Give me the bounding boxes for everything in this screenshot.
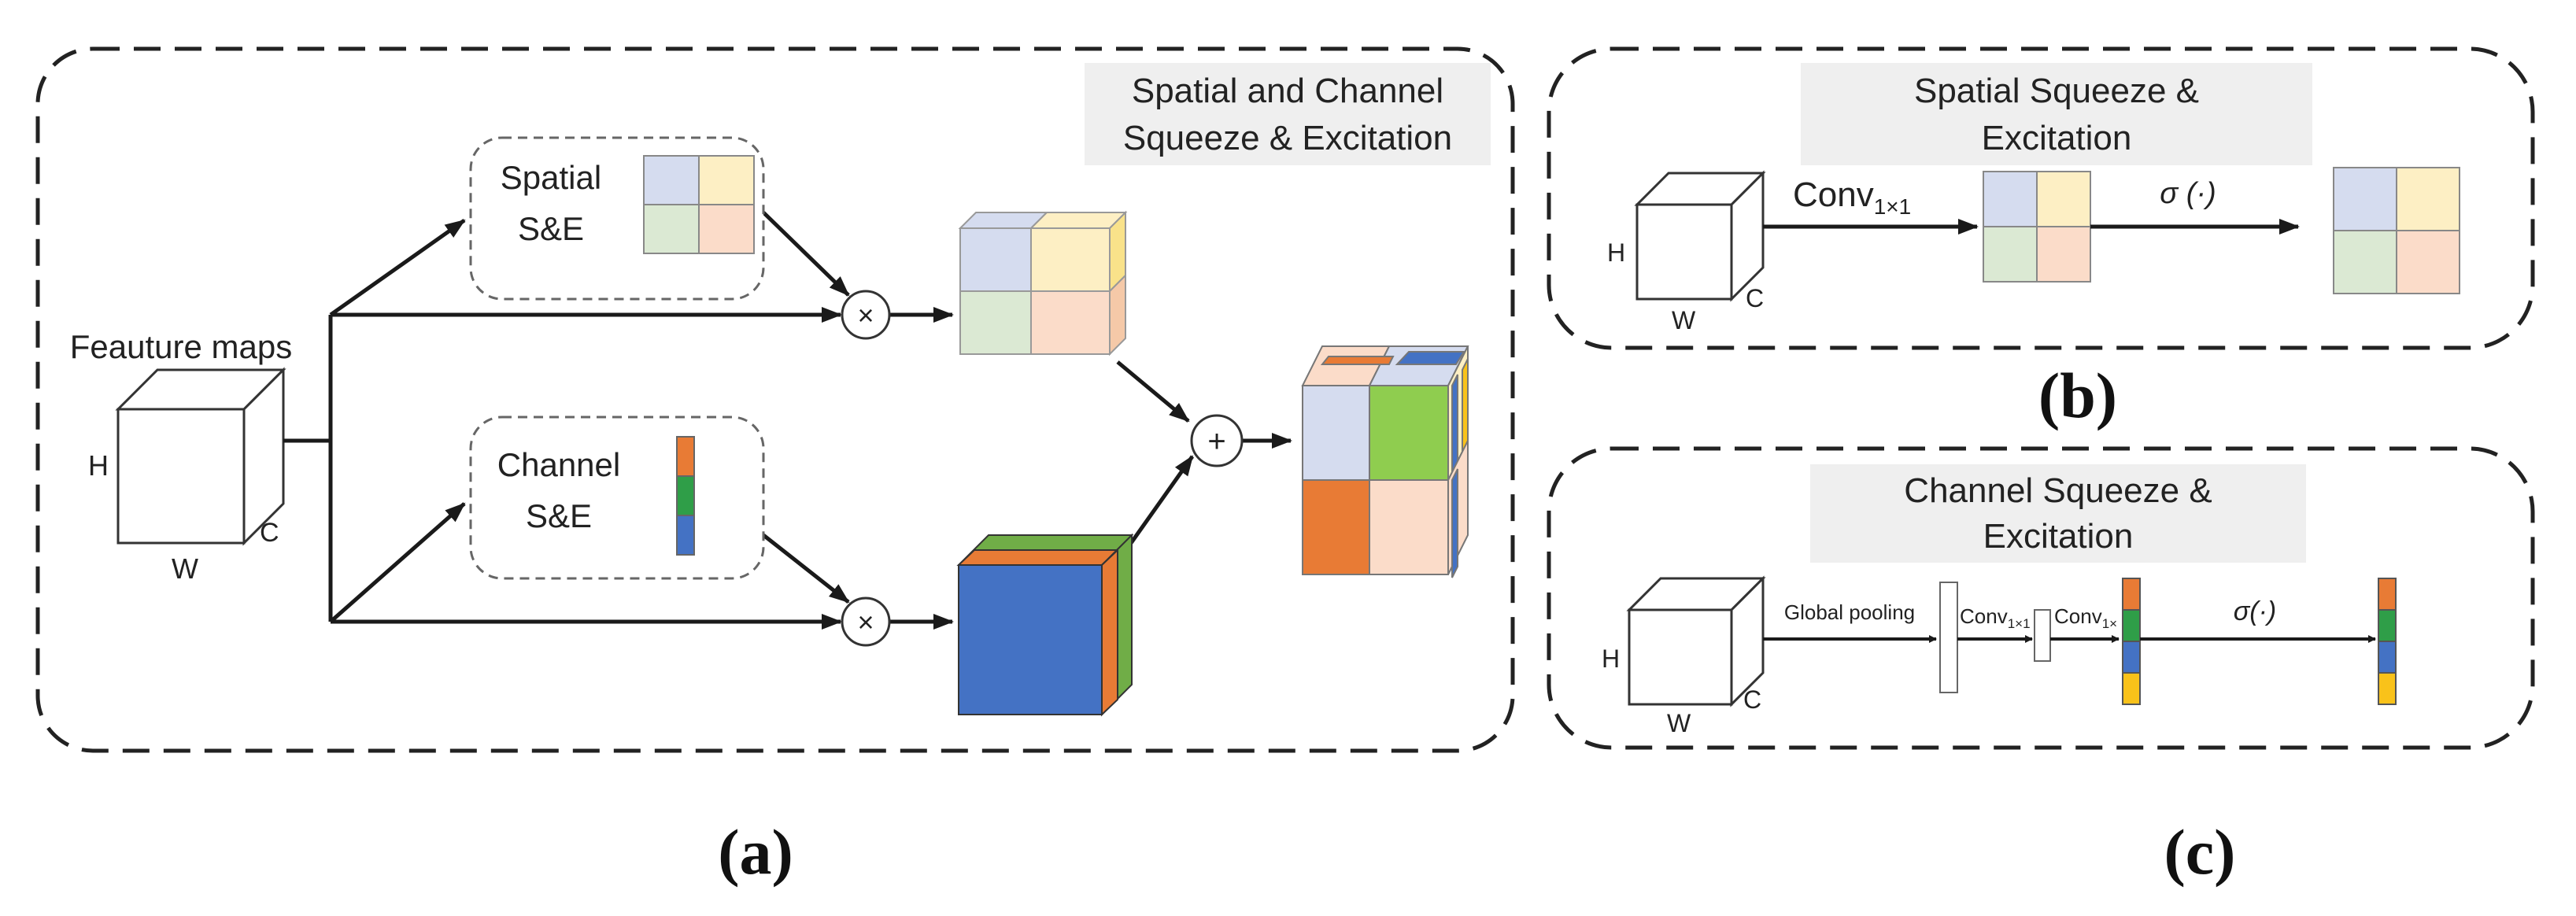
input-dim-h: H — [88, 449, 109, 482]
spatial-se-label-1: Spatial — [501, 159, 601, 196]
caption-a: (a) — [718, 816, 793, 888]
panel-c-title-line1: Channel Squeeze & — [1904, 471, 2212, 510]
panel-a: Spatial and Channel Squeeze & Excitation… — [35, 46, 1515, 888]
caption-b: (b) — [2038, 360, 2117, 431]
add-symbol: + — [1207, 424, 1225, 459]
panel-b-sigma-label: σ (·) — [2160, 177, 2216, 210]
spatial-multiply-node — [841, 290, 891, 340]
channel-attention-vector — [676, 436, 695, 556]
spatial-multiply-symbol: × — [857, 299, 874, 331]
panel-c-title-box — [1810, 464, 2306, 563]
add-node — [1190, 414, 1244, 467]
channel-se-box — [469, 416, 765, 580]
panel-b-dim-w: W — [1672, 306, 1696, 334]
panel-b-title-box — [1801, 63, 2312, 165]
panel-c-dim-h: H — [1602, 645, 1620, 673]
channel-se-label-2: S&E — [526, 497, 592, 534]
panel-a-title-line1: Spatial and Channel — [1132, 72, 1443, 110]
combined-output-cube — [1301, 345, 1469, 578]
spatial-se-label-2: S&E — [518, 210, 584, 247]
panel-b-dim-c: C — [1746, 284, 1764, 312]
panel-c-pooled-vector — [1939, 582, 1958, 693]
panel-b-dim-h: H — [1607, 238, 1625, 267]
panel-a-title-line2: Squeeze & Excitation — [1123, 119, 1452, 157]
panel-c-channel-vector — [2122, 578, 2141, 705]
panel-b-title-line1: Spatial Squeeze & — [1914, 72, 2199, 110]
panel-c-input-cube — [1626, 575, 1766, 707]
spatial-output-cube — [958, 210, 1128, 356]
spatial-attention-map — [643, 155, 755, 254]
panel-c-border — [1547, 446, 2535, 750]
input-dim-c: C — [260, 518, 279, 548]
panel-b: Spatial Squeeze & Excitation H W C Conv1… — [1547, 46, 2535, 431]
panel-c-conv2-label: Conv1× — [2054, 604, 2117, 631]
panel-c-dim-w: W — [1667, 709, 1691, 737]
panel-c-conv1-label: Conv1×1 — [1960, 604, 2031, 631]
panel-c-pool-label: Global pooling — [1784, 600, 1915, 624]
panel-b-border — [1547, 46, 2535, 350]
panel-c-reduced-vector — [2034, 609, 2051, 662]
input-feature-cube — [115, 367, 286, 546]
caption-c: (c) — [2164, 816, 2235, 888]
panel-b-spatial-map — [1983, 171, 2091, 283]
panel-b-input-cube — [1634, 170, 1766, 302]
channel-se-label-1: Channel — [497, 446, 620, 483]
panel-c: Channel Squeeze & Excitation H W C Globa… — [1547, 446, 2535, 888]
panel-b-title-line2: Excitation — [1982, 119, 2132, 157]
panel-b-conv-label: Conv1×1 — [1793, 175, 1911, 219]
input-connectors — [283, 211, 1292, 630]
panel-a-title-box — [1085, 63, 1491, 165]
channel-output-cube — [956, 533, 1134, 717]
panel-c-dim-c: C — [1743, 685, 1761, 714]
feature-maps-label: Feauture maps — [70, 328, 292, 365]
channel-multiply-node — [841, 597, 891, 647]
panel-b-output-map — [2333, 167, 2460, 294]
input-dim-w: W — [172, 552, 198, 585]
panel-c-output-vector — [2378, 578, 2397, 705]
panel-c-sigma-label: σ(·) — [2234, 597, 2276, 626]
channel-multiply-symbol: × — [857, 606, 874, 638]
panel-c-title-line2: Excitation — [1983, 517, 2134, 556]
